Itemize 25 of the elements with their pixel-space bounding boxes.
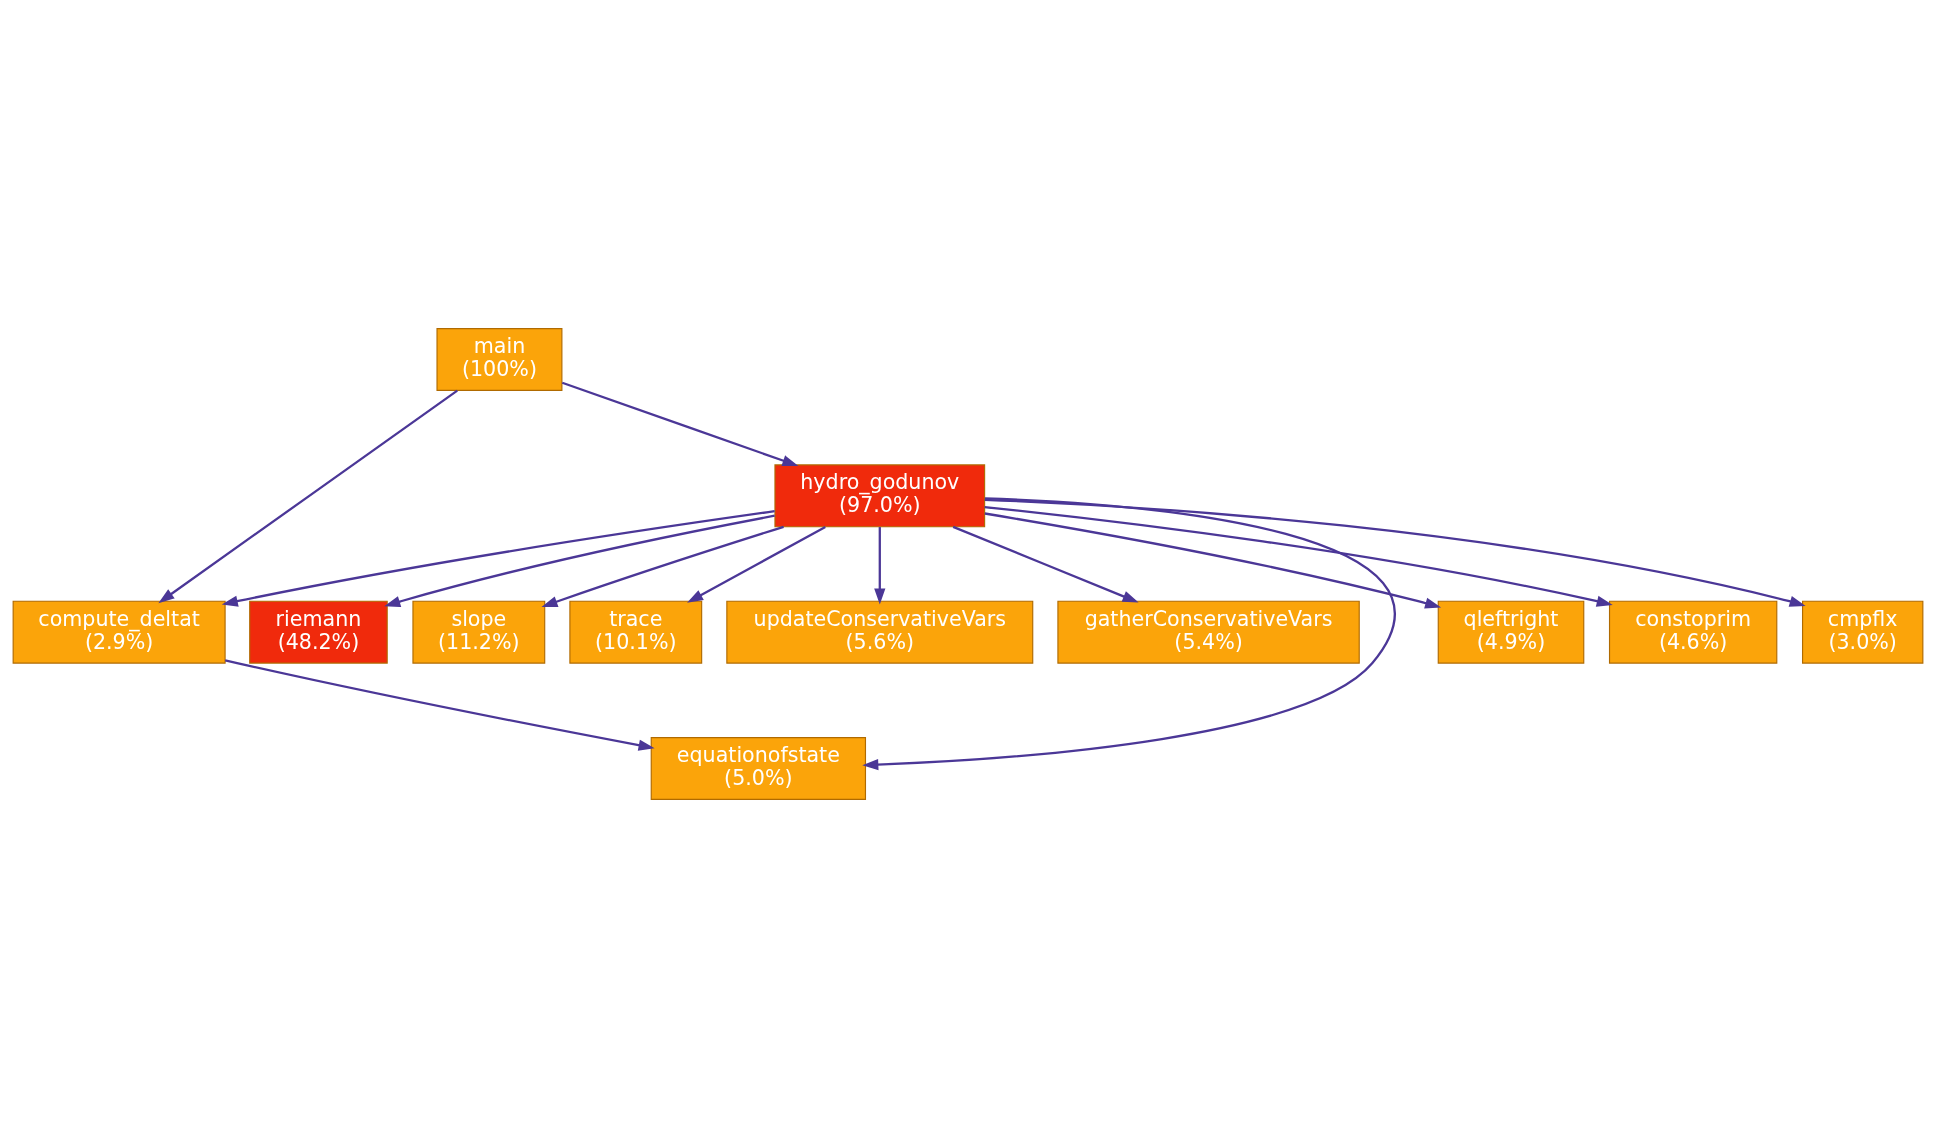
arrow xyxy=(384,514,775,607)
node-box: compute_deltat (2.9%) xyxy=(12,600,226,664)
node-box: qleftright (4.9%) xyxy=(1437,600,1585,664)
node-box: trace (10.1%) xyxy=(569,600,703,664)
arrow xyxy=(158,389,458,604)
arrow xyxy=(541,525,784,608)
arrow xyxy=(984,512,1442,609)
node-box: main (100%) xyxy=(436,328,563,391)
arrow xyxy=(561,381,799,467)
node-box: updateConservativeVars (5.6%) xyxy=(726,600,1034,664)
arrow xyxy=(984,505,1613,607)
node-box: riemann (48.2%) xyxy=(249,600,388,664)
arrow xyxy=(952,525,1139,603)
node-box: equationofstate (5.0%) xyxy=(650,737,867,800)
arrow xyxy=(221,510,775,607)
arrow xyxy=(224,659,655,751)
arrow xyxy=(984,498,1806,607)
arrow xyxy=(874,527,886,605)
node-box: hydro_godunov (97.0%) xyxy=(774,464,986,528)
arrow xyxy=(862,497,1395,771)
node-box: slope (11.2%) xyxy=(412,600,546,664)
node-box: constoprim (4.6%) xyxy=(1608,600,1778,664)
node-box: cmpflx (3.0%) xyxy=(1802,600,1924,664)
arrow xyxy=(687,525,826,603)
node-box: gatherConservativeVars (5.4%) xyxy=(1057,600,1360,664)
